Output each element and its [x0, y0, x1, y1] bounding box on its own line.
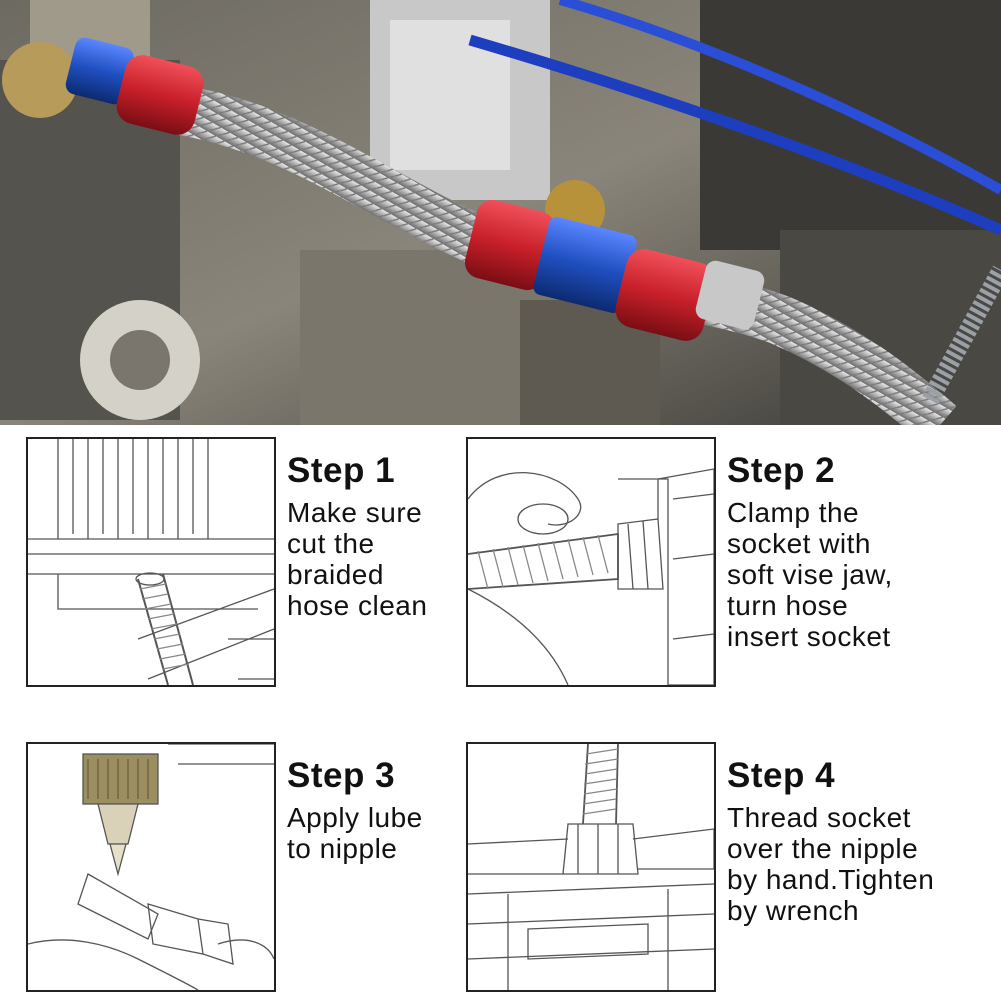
step-2-title: Step 2 — [727, 451, 836, 490]
step-1-text: Step 1 Make sure cut the braided hose cl… — [287, 451, 427, 621]
step-4-illustration — [466, 742, 716, 992]
step-3-description: Apply lube to nipple — [287, 802, 423, 864]
step-3-text: Step 3 Apply lube to nipple — [287, 756, 423, 864]
step-3-illustration — [26, 742, 276, 992]
step-1-description: Make sure cut the braided hose clean — [287, 497, 428, 621]
step-2-illustration — [466, 437, 716, 687]
step-1-illustration — [26, 437, 276, 687]
step-2-text: Step 2 Clamp the socket with soft vise j… — [727, 451, 893, 652]
step-1-title: Step 1 — [287, 451, 396, 490]
hero-photo — [0, 0, 1001, 425]
step-4-title: Step 4 — [727, 756, 836, 795]
step-3-title: Step 3 — [287, 756, 396, 795]
step-2-description: Clamp the socket with soft vise jaw, tur… — [727, 497, 893, 652]
step-4-description: Thread socket over the nipple by hand.Ti… — [727, 802, 935, 926]
step-4-text: Step 4 Thread socket over the nipple by … — [727, 756, 934, 926]
